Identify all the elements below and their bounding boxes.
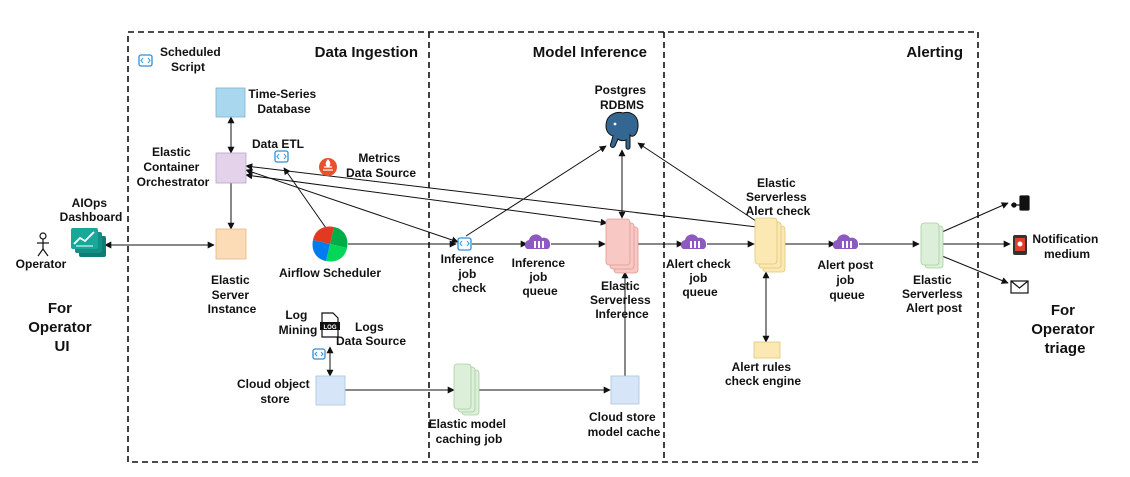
alert-rules-engine-node[interactable] [753, 341, 781, 359]
alert-check-queue-label: Alert check job queue [666, 257, 734, 299]
cloud-object-store-node[interactable] [315, 375, 346, 406]
container-orchestrator-node[interactable] [215, 152, 247, 184]
cloud-store-model-cache-node[interactable] [610, 375, 640, 405]
edge-orchestrator-serverless-inference [245, 172, 608, 226]
airflow-label: Airflow Scheduler [279, 266, 381, 280]
container-orchestrator-label: Elastic Container Orchestrator [137, 145, 210, 189]
inference-check-script-icon[interactable] [457, 237, 472, 251]
timeseries-database-node[interactable] [215, 87, 246, 118]
timeseries-database-label: Time-Series Database [248, 87, 319, 116]
for-operator-ui-label: For Operator UI [28, 300, 96, 355]
phone-notification-icon [1013, 235, 1027, 255]
inference-job-check-label: Inference job check [441, 252, 498, 295]
alert-post-queue-label: Alert post job queue [817, 258, 876, 302]
alert-check-queue-icon[interactable] [680, 234, 707, 249]
mail-icon [1010, 280, 1029, 294]
data-etl-label: Data ETL [252, 137, 304, 151]
edge-postgres-alertcheck [637, 142, 760, 224]
serverless-alert-check-label: Elastic Serverless Alert check [746, 176, 811, 218]
model-caching-job-label: Elastic model caching job [429, 417, 510, 446]
dashboard-label: AIOps Dashboard [60, 196, 123, 224]
alert-post-queue-icon[interactable] [832, 234, 859, 249]
for-operator-triage-label: For Operator triage [1031, 302, 1099, 357]
section-title-data-ingestion: Data Ingestion [315, 44, 418, 61]
dashboard-icon[interactable] [71, 228, 106, 257]
serverless-alert-post-label: Elastic Serverless Alert post [902, 273, 966, 315]
metrics-source-icon [319, 158, 337, 176]
serverless-alert-check-node[interactable] [754, 217, 786, 273]
scheduled-script-label: Scheduled Script [160, 45, 224, 74]
serverless-alert-post-node[interactable] [920, 222, 944, 269]
model-caching-job-node[interactable] [453, 363, 480, 416]
cloud-store-model-cache-label: Cloud store model cache [588, 410, 661, 439]
edge-alertpost-email [941, 202, 1009, 233]
server-instance-node[interactable] [215, 228, 247, 260]
edge-alertpost-mail [941, 255, 1009, 284]
etl-script-icon [274, 150, 289, 163]
log-script-icon [312, 348, 326, 360]
serverless-inference-label: Elastic Serverless Inference [590, 279, 654, 321]
inference-job-queue-label: Inference job queue [512, 256, 569, 298]
edge-inferencecheck-postgres [465, 145, 607, 237]
edge-orchestrator-alert-check [245, 163, 758, 228]
logs-source-label: Logs Data Source [336, 320, 406, 348]
alert-rules-engine-label: Alert rules check engine [725, 360, 801, 388]
notification-medium-label: Notification medium [1032, 232, 1101, 261]
inference-queue-icon[interactable] [524, 234, 551, 249]
serverless-inference-node[interactable] [605, 218, 639, 274]
connectors [104, 116, 1011, 394]
edge-airflow-etl [283, 167, 327, 229]
metrics-source-label: Metrics Data Source [346, 151, 416, 180]
operator-label: Operator [16, 257, 67, 271]
postgres-label: Postgres RDBMS [595, 83, 650, 112]
script-icon [138, 54, 153, 67]
log-file-icon: LOG [320, 312, 340, 338]
email-device-icon [1011, 195, 1030, 211]
section-title-alerting: Alerting [906, 44, 963, 61]
log-mining-label: Log Mining [279, 308, 318, 337]
postgres-elephant-icon[interactable] [605, 111, 639, 150]
section-title-model-inference: Model Inference [533, 44, 647, 61]
edge-orchestrator-inference-check [245, 168, 459, 244]
operator-icon [37, 232, 49, 257]
cloud-object-store-label: Cloud object store [237, 377, 313, 406]
airflow-icon[interactable] [312, 226, 348, 262]
log-badge-text: LOG [324, 325, 337, 331]
server-instance-label: Elastic Server Instance [208, 273, 257, 316]
